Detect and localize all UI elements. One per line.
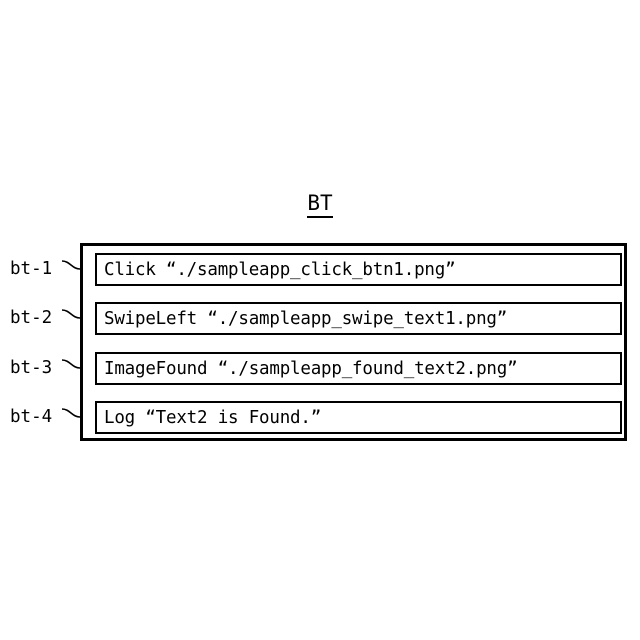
bt-node-row[interactable]: Log “Text2 is Found.” (95, 401, 622, 434)
bt-node-row[interactable]: ImageFound “./sampleapp_found_text2.png” (95, 352, 622, 385)
bt-node-text: Log “Text2 is Found.” (104, 407, 322, 428)
reference-label-bt-4: bt-4 (10, 407, 53, 427)
bt-node-row[interactable]: Click “./sampleapp_click_btn1.png” (95, 253, 622, 286)
reference-label-bt-2: bt-2 (10, 308, 53, 328)
reference-label-bt-3: bt-3 (10, 358, 53, 378)
bt-node-text: ImageFound “./sampleapp_found_text2.png” (104, 358, 518, 379)
reference-label-bt-1: bt-1 (10, 259, 53, 279)
bt-node-row[interactable]: SwipeLeft “./sampleapp_swipe_text1.png” (95, 302, 622, 335)
figure-title-text: BT (307, 191, 333, 218)
bt-node-text: Click “./sampleapp_click_btn1.png” (104, 259, 456, 280)
figure-title: BT (0, 190, 640, 218)
bt-node-text: SwipeLeft “./sampleapp_swipe_text1.png” (104, 308, 508, 329)
